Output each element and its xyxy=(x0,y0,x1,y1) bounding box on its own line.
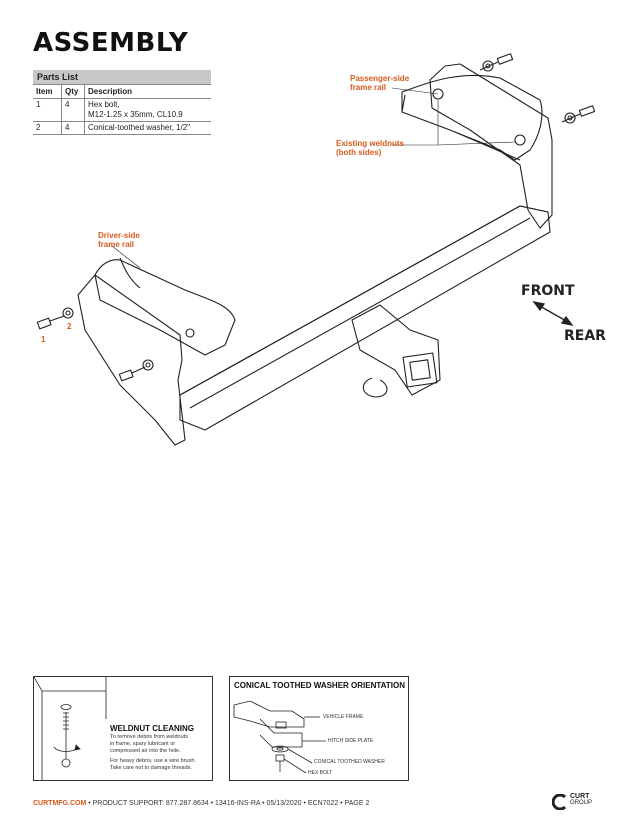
text-line: compressed air into the hole. xyxy=(110,748,181,754)
item-number-1: 1 xyxy=(41,335,46,344)
washer-orientation-title: CONICAL TOOTHED WASHER ORIENTATION xyxy=(234,681,405,690)
weldnut-cleaning-illustration xyxy=(34,677,107,780)
hitch-assembly-illustration xyxy=(36,53,596,446)
footer-info: • PRODUCT SUPPORT: 877.287.8634 • 13416-… xyxy=(86,800,370,807)
footer-site-link[interactable]: CURTMFG.COM xyxy=(33,800,87,807)
direction-front-label: FRONT xyxy=(521,283,575,299)
callout-line: frame rail xyxy=(98,240,135,249)
text-line: Take care not to damage threads. xyxy=(110,765,192,771)
item-number-2: 2 xyxy=(67,322,72,331)
label-vehicle-frame: VEHICLE FRAME xyxy=(323,714,364,720)
table-row: 2 4 Conical-toothed washer, 1/2" xyxy=(33,121,211,135)
callout-line: Existing weldnuts xyxy=(336,139,405,148)
row-description: Conical-toothed washer, 1/2" xyxy=(84,121,211,135)
header-item: Item xyxy=(33,84,62,99)
logo-text-bottom: GROUP xyxy=(570,800,593,806)
weldnut-cleaning-text: To remove debris from weldnuts in frame,… xyxy=(110,734,196,772)
callout-line: frame rail xyxy=(350,83,387,92)
curt-group-logo: CURT GROUP xyxy=(552,793,602,811)
weldnut-cleaning-title: WELDNUT CLEANING xyxy=(110,724,194,733)
callout-line: Passenger-side xyxy=(350,74,410,83)
row-qty: 4 xyxy=(61,121,85,135)
parts-list-caption: Parts List xyxy=(33,70,211,85)
text-line: For heavy debris, use a wire brush. xyxy=(110,758,196,764)
row-description-line: Hex bolt, xyxy=(88,100,120,109)
row-item: 1 xyxy=(33,98,62,122)
parts-list-table: Parts List Item Qty Description 1 4 Hex … xyxy=(33,70,211,135)
washer-orientation-box: CONICAL TOOTHED WASHER ORIENTATION VEHIC… xyxy=(229,676,409,781)
label-hex-bolt: HEX BOLT xyxy=(308,770,333,776)
direction-rear-label: REAR xyxy=(564,328,606,344)
washer-orientation-illustration xyxy=(233,700,326,774)
parts-list-header-row: Item Qty Description xyxy=(33,84,211,99)
header-qty: Qty xyxy=(61,84,85,99)
callout-weldnuts: Existing weldnuts (both sides) xyxy=(336,139,404,157)
callout-line: Driver-side xyxy=(98,231,140,240)
table-row: 1 4 Hex bolt, M12-1.25 x 35mm, CL10.9 xyxy=(33,98,211,122)
label-conical-washer: CONICAL TOOTHED WASHER xyxy=(314,759,385,765)
text-line: in frame, spary lubricant or xyxy=(110,741,176,747)
callout-driver-rail: Driver-side frame rail xyxy=(98,231,140,249)
text-line: To remove debris from weldnuts xyxy=(110,734,188,740)
weldnut-cleaning-box: WELDNUT CLEANING To remove debris from w… xyxy=(33,676,213,781)
row-description: Hex bolt, M12-1.25 x 35mm, CL10.9 xyxy=(84,98,211,122)
curt-logo-icon xyxy=(552,794,567,810)
callout-passenger-rail: Passenger-side frame rail xyxy=(350,74,409,92)
header-description: Description xyxy=(84,84,211,99)
row-item: 2 xyxy=(33,121,62,135)
footer: CURTMFG.COM • PRODUCT SUPPORT: 877.287.8… xyxy=(33,800,369,807)
row-description-line: M12-1.25 x 35mm, CL10.9 xyxy=(88,110,183,119)
row-qty: 4 xyxy=(61,98,85,122)
label-hitch-side-plate: HITCH SIDE PLATE xyxy=(328,738,374,744)
callout-line: (both sides) xyxy=(336,148,382,157)
page-title: ASSEMBLY xyxy=(33,28,189,58)
logo-text-top: CURT xyxy=(570,793,590,800)
